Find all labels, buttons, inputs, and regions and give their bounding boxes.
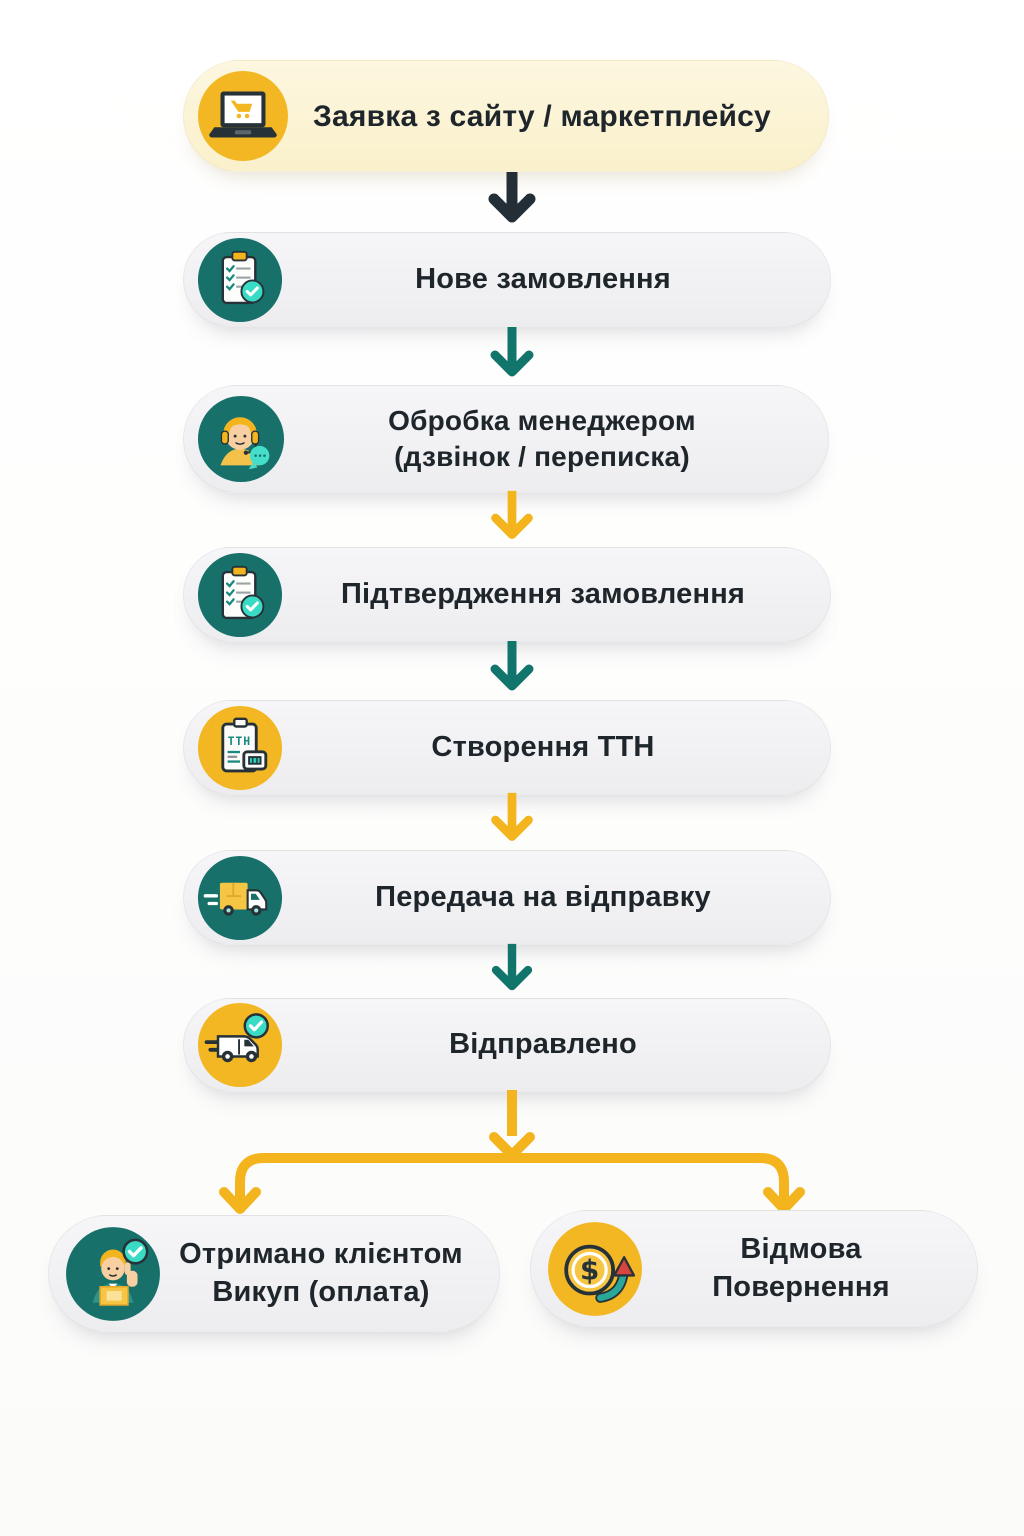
arrow-down-yellow — [491, 490, 533, 539]
customer-box-icon — [65, 1226, 161, 1322]
arrow-down-teal — [491, 943, 533, 991]
flow-node-refusal-return: $ Відмова Повернення — [530, 1210, 978, 1327]
flow-node-order-confirmation: Підтвердження замовлення — [183, 547, 831, 642]
flow-node-manager-processing: Обробка менеджером (дзвінок / переписка) — [183, 385, 829, 493]
flow-node-new-order: Нове замовлення — [183, 232, 831, 327]
node-label-line1: Відмова — [740, 1232, 862, 1265]
flow-node-ttn-creation: ТТН Створення ТТН — [183, 700, 831, 795]
node-label: Створення ТТН — [431, 730, 655, 763]
svg-text:ТТН: ТТН — [228, 734, 252, 748]
node-label: Нове замовлення — [415, 262, 671, 295]
clipboard-check-icon — [197, 237, 283, 323]
node-label-line2: Викуп (оплата) — [212, 1275, 430, 1308]
node-label-line1: Отримано клієнтом — [179, 1237, 463, 1270]
laptop-cart-icon — [197, 70, 289, 162]
flow-node-shipped: Відправлено — [183, 998, 831, 1092]
clipboard-check-icon — [197, 552, 283, 638]
branch-arrow-yellow — [219, 1090, 805, 1214]
node-label-line1: Обробка менеджером — [388, 404, 696, 436]
node-label: Підтвердження замовлення — [340, 577, 746, 610]
van-check-icon — [197, 1002, 283, 1088]
flow-node-received-by-client: Отримано клієнтом Викуп (оплата) — [48, 1215, 500, 1332]
svg-text:$: $ — [580, 1253, 599, 1286]
arrow-down-yellow — [491, 792, 533, 841]
flow-node-order-from-site: Заявка з сайту / маркетплейсу — [183, 60, 829, 172]
refund-return-icon: $ — [547, 1221, 643, 1317]
arrow-down-teal — [490, 327, 534, 377]
node-label-line2: (дзвінок / переписка) — [394, 441, 690, 472]
ttn-document-icon: ТТН — [197, 705, 283, 791]
node-label: Відправлено — [449, 1028, 637, 1061]
node-label: Передача на відправку — [375, 880, 711, 913]
flow-node-handover-to-shipping: Передача на відправку — [183, 850, 831, 945]
delivery-truck-icon — [197, 855, 283, 941]
arrow-down-dark — [488, 172, 536, 223]
manager-headset-icon — [197, 395, 285, 483]
node-label: Заявка з сайту / маркетплейсу — [313, 99, 771, 133]
arrow-down-teal — [490, 641, 534, 691]
node-label-line2: Повернення — [712, 1270, 890, 1303]
